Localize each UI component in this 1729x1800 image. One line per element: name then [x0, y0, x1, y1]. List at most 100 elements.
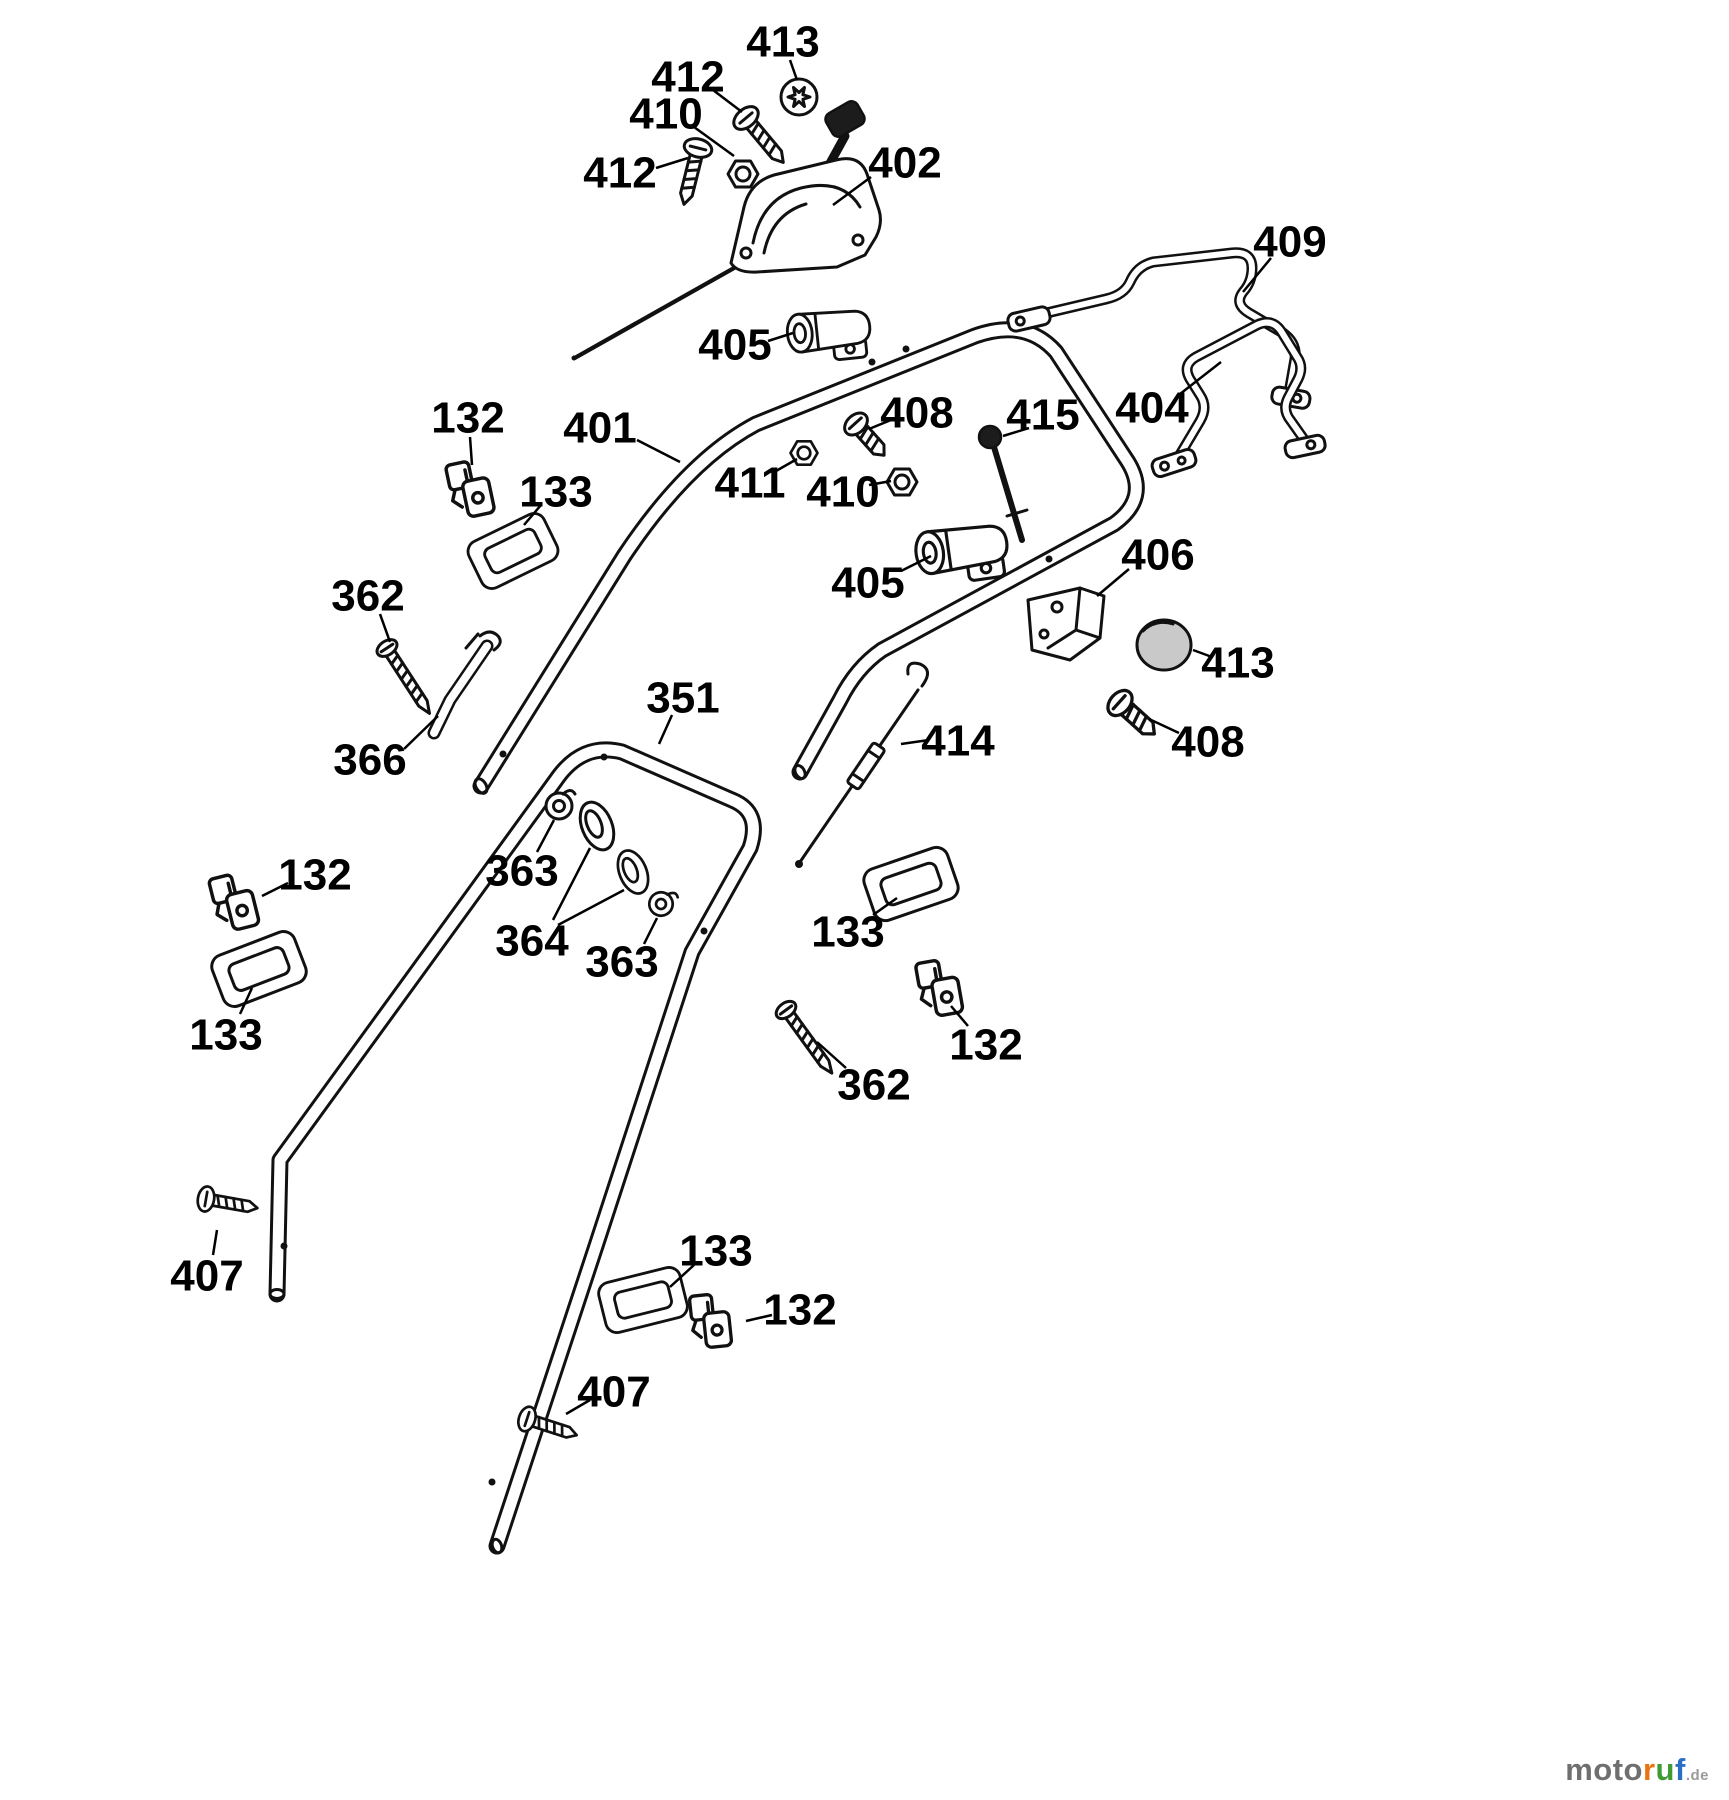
part-label-409-5: 409: [1253, 218, 1326, 267]
oval-washer-364-a: [572, 795, 622, 857]
leader-line-362-30: [816, 1041, 847, 1069]
nut-410-a: [726, 159, 760, 189]
leader-line-409-5: [1242, 257, 1272, 293]
leader-line-413-17: [1192, 648, 1213, 659]
part-label-407-34: 407: [577, 1368, 650, 1417]
leader-line-404-7: [1179, 361, 1222, 395]
pin-415: [977, 424, 1029, 543]
part-label-402-4: 402: [868, 139, 941, 188]
leader-line-413-0: [788, 59, 799, 81]
lower-handle-351: [268, 741, 762, 1555]
screw-408-b: [1101, 684, 1166, 747]
leader-line-401-8: [636, 438, 681, 464]
screw-362-a: [372, 634, 441, 721]
leader-line-132-26: [261, 881, 289, 898]
leader-line-411-11: [775, 457, 798, 473]
part-label-366-20: 366: [333, 736, 406, 785]
part-label-410-12: 410: [806, 468, 879, 517]
part-label-413-17: 413: [1201, 639, 1274, 688]
watermark-seg-u: u: [1655, 1752, 1675, 1787]
leader-line-133-28: [872, 896, 898, 917]
leader-line-407-31: [211, 1229, 219, 1256]
leader-line-408-9: [868, 418, 892, 431]
leader-line-412-3: [655, 156, 689, 170]
leader-line-132-33: [745, 1313, 773, 1323]
leader-line-410-12: [868, 479, 892, 487]
bail-handle-404: [1150, 317, 1327, 479]
part-label-414-22: 414: [921, 717, 995, 766]
leader-line-364-24: [557, 888, 625, 927]
cap-413: [1135, 618, 1193, 672]
part-label-404-7: 404: [1115, 384, 1189, 433]
screw-407-a: [194, 1183, 261, 1222]
part-label-415-10: 415: [1006, 391, 1079, 440]
throttle-control-402: [571, 100, 882, 361]
leader-line-407-34: [565, 1398, 591, 1416]
part-label-362-18: 362: [331, 572, 404, 621]
plate-133-d: [594, 1263, 692, 1337]
part-label-363-23: 363: [485, 847, 558, 896]
star-washer-413: [779, 77, 819, 117]
leader-line-402-4: [832, 175, 872, 207]
upper-handle-401: [472, 321, 1145, 795]
leader-line-415-10: [1002, 426, 1030, 438]
leader-line-351-21: [657, 714, 674, 745]
leader-line-133-14: [523, 504, 542, 526]
part-label-132-33: 132: [763, 1286, 836, 1335]
leader-line-412-1: [712, 89, 743, 113]
leader-line-362-18: [378, 613, 392, 643]
leader-line-363-23: [535, 819, 556, 853]
part-label-411-11: 411: [715, 459, 786, 508]
leader-line-364-24: [551, 847, 592, 921]
leader-line-366-20: [403, 715, 439, 750]
bracket-406: [1026, 586, 1106, 662]
oval-washer-364-b: [610, 844, 656, 900]
nut-410-b: [885, 467, 919, 497]
part-label-401-8: 401: [563, 404, 636, 453]
leader-line-132-13: [468, 436, 474, 466]
leader-line-410-2: [693, 125, 735, 158]
screw-412-b: [668, 134, 716, 210]
leader-line-406-16: [1096, 568, 1130, 597]
part-label-132-26: 132: [278, 851, 351, 900]
clip-132-d: [687, 1290, 734, 1351]
part-label-363-25: 363: [585, 938, 658, 987]
leader-line-133-27: [238, 987, 254, 1015]
leader-line-408-19: [1148, 717, 1180, 735]
part-label-413-0: 413: [746, 18, 819, 67]
screw-362-b: [771, 996, 843, 1082]
part-label-364-24: 364: [495, 917, 569, 966]
grommet-363-a: [544, 789, 577, 821]
part-label-412-1: 412: [651, 53, 724, 102]
part-label-132-29: 132: [949, 1021, 1022, 1070]
part-label-405-15: 405: [831, 559, 904, 608]
cable-clamp-405-b: [911, 519, 1013, 590]
part-label-408-19: 408: [1171, 718, 1244, 767]
clip-132-c: [913, 955, 966, 1021]
leader-line-363-25: [642, 917, 659, 945]
watermark-seg-f: f: [1674, 1752, 1686, 1787]
part-label-132-13: 132: [431, 394, 504, 443]
part-label-406-16: 406: [1121, 531, 1194, 580]
watermark-seg-r: r: [1642, 1752, 1656, 1787]
part-label-407-31: 407: [170, 1252, 243, 1301]
clip-132-b: [206, 868, 262, 936]
watermark: motoruf.de: [1565, 1752, 1709, 1788]
lever-366: [427, 630, 502, 740]
leader-line-132-29: [950, 1005, 969, 1027]
part-label-412-3: 412: [583, 149, 656, 198]
leader-line-133-32: [669, 1264, 695, 1288]
part-label-133-32: 133: [679, 1227, 752, 1276]
watermark-suffix: .de: [1685, 1767, 1709, 1784]
part-label-408-9: 408: [880, 389, 953, 438]
throttle-cable-414: [795, 661, 929, 868]
part-label-133-28: 133: [811, 908, 884, 957]
part-label-405-6: 405: [698, 321, 771, 370]
leader-line-414-22: [900, 738, 930, 746]
plate-133-b: [206, 926, 312, 1012]
part-label-410-2: 410: [629, 90, 702, 139]
part-label-351-21: 351: [646, 674, 719, 723]
